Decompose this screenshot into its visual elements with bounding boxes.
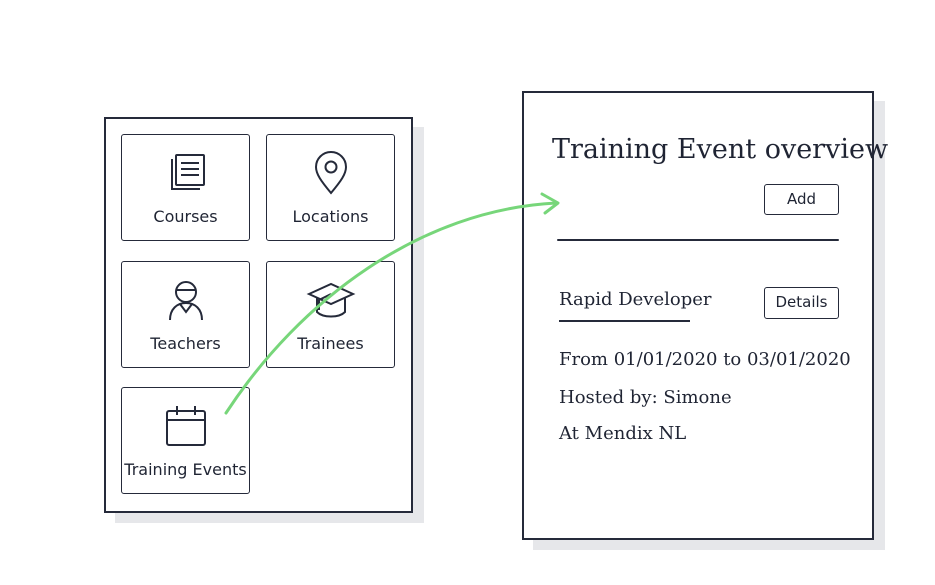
tile-label: Courses <box>153 207 218 226</box>
event-location: At Mendix NL <box>559 423 687 444</box>
location-pin-icon <box>314 151 347 195</box>
page-title: Training Event overview <box>552 134 889 165</box>
event-name-underline <box>559 320 690 322</box>
calendar-icon <box>165 406 206 446</box>
details-button[interactable]: Details <box>764 287 839 319</box>
tile-trainees[interactable]: Trainees <box>266 261 395 368</box>
header-divider <box>557 239 839 241</box>
tile-training-events[interactable]: Training Events <box>121 387 250 494</box>
event-name[interactable]: Rapid Developer <box>559 289 712 310</box>
event-dates: From 01/01/2020 to 03/01/2020 <box>559 349 851 370</box>
tile-label: Training Events <box>124 460 247 479</box>
tile-label: Trainees <box>297 334 364 353</box>
tile-locations[interactable]: Locations <box>266 134 395 241</box>
tile-label: Locations <box>292 207 369 226</box>
add-button[interactable]: Add <box>764 184 839 215</box>
teacher-icon <box>168 281 203 321</box>
tile-teachers[interactable]: Teachers <box>121 261 250 368</box>
tile-label: Teachers <box>150 334 221 353</box>
courses-icon <box>170 154 205 190</box>
event-host: Hosted by: Simone <box>559 387 732 408</box>
tile-courses[interactable]: Courses <box>121 134 250 241</box>
graduation-cap-icon <box>306 282 355 318</box>
